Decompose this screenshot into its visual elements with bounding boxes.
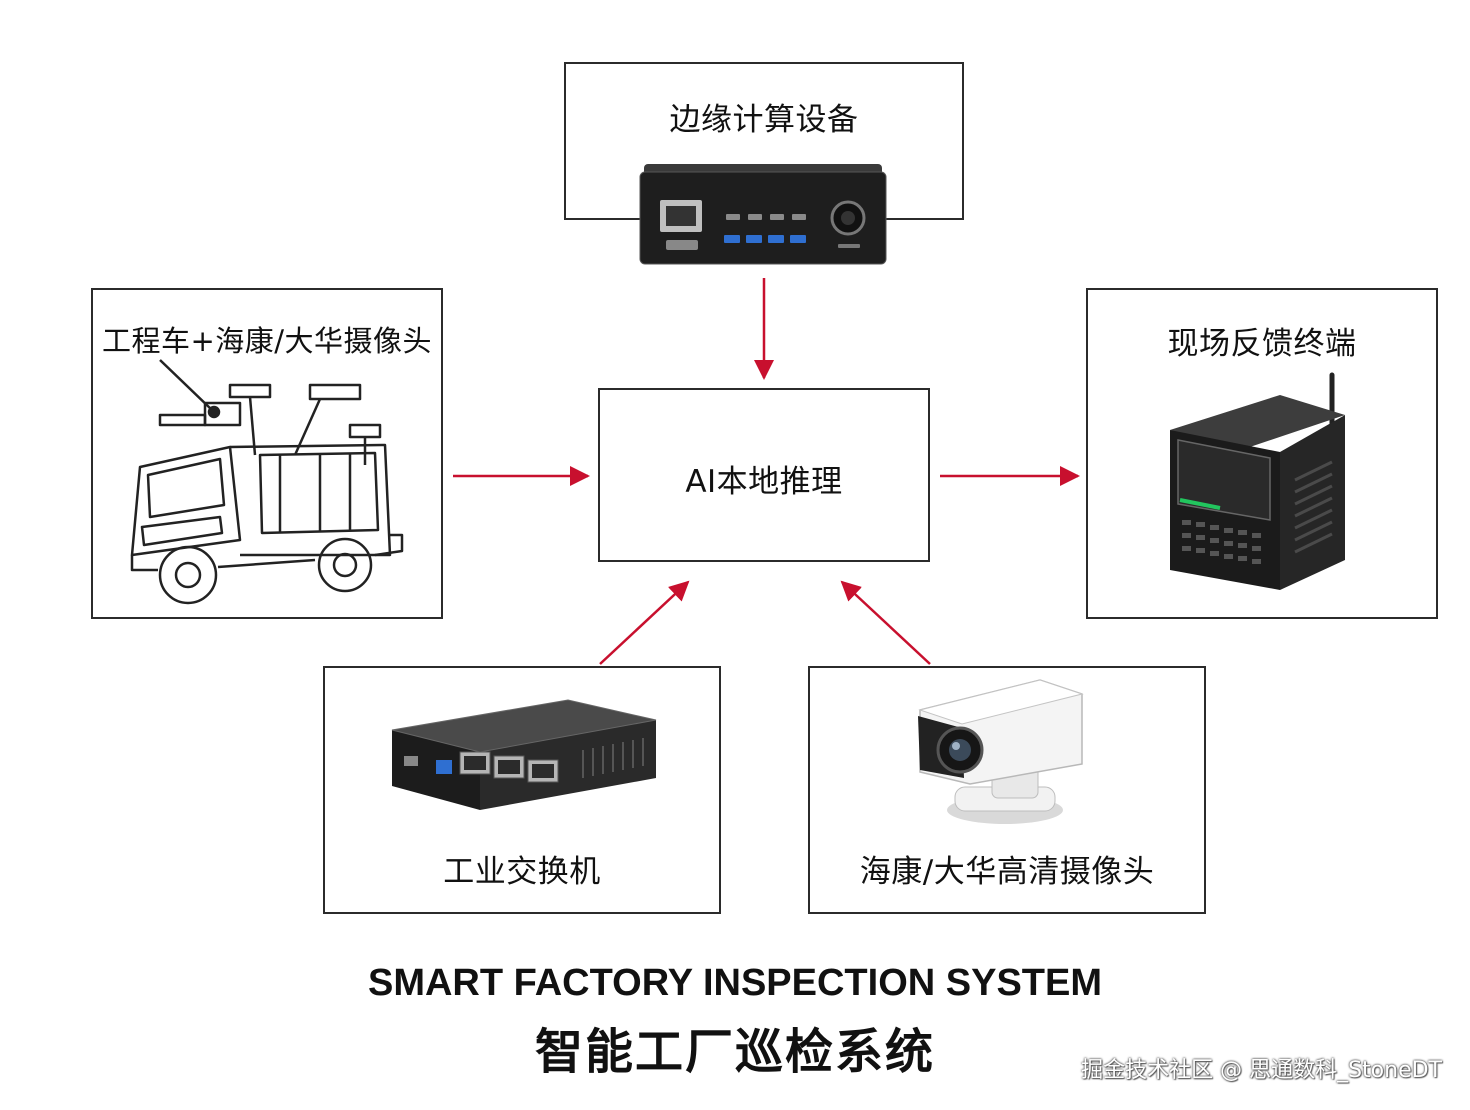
ai-inference-label: AI本地推理 [685, 464, 843, 500]
industrial-switch-label: 工业交换机 [443, 854, 601, 890]
title-english: SMART FACTORY INSPECTION SYSTEM [367, 962, 1103, 1004]
arrow-camera-to-ai [840, 580, 931, 665]
ai-inference-node: AI本地推理 [598, 388, 930, 562]
truck-camera-label: 工程车+海康/大华摄像头 [101, 324, 433, 358]
edge-computing-box-icon [639, 164, 887, 265]
feedback-terminal-icon [1170, 372, 1345, 590]
industrial-switch-icon [391, 699, 657, 810]
hd-camera-label: 海康/大华高清摄像头 [859, 854, 1155, 890]
watermark: 掘金技术社区 @ 思通数科_StoneDT [1081, 1058, 1442, 1083]
engineering-truck-icon [130, 359, 404, 605]
arrow-switch-to-ai [599, 580, 690, 665]
title-chinese: 智能工厂巡检系统 [534, 1024, 935, 1080]
edge-computing-label: 边缘计算设备 [669, 102, 859, 138]
feedback-terminal-label: 现场反馈终端 [1167, 326, 1357, 362]
hd-camera-icon [918, 679, 1084, 824]
